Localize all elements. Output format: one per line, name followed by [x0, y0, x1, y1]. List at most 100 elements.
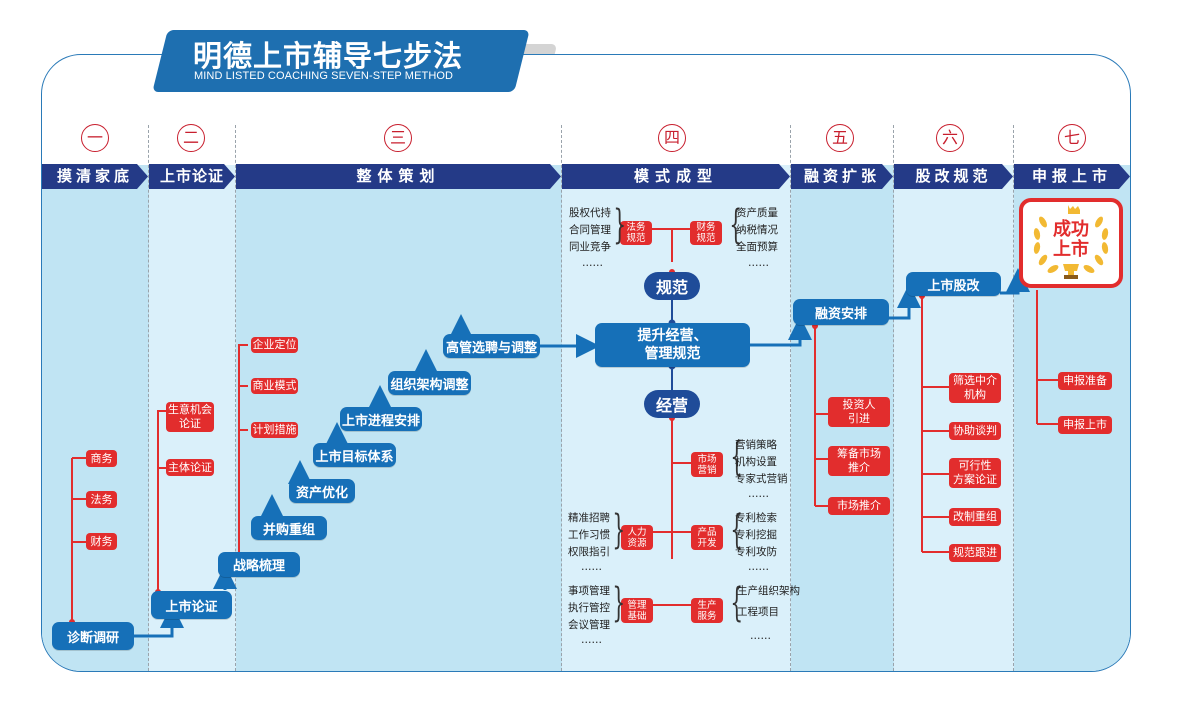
management-item: 事项管理 [568, 585, 610, 597]
legal-item: 合同管理 [569, 224, 611, 236]
column-1-bg [42, 165, 149, 671]
hr-item: 权限指引 [568, 546, 610, 558]
stage-number-3: 三 [384, 124, 412, 152]
product-item: …… [748, 561, 769, 573]
step-executive-hiring: 高管选聘与调整 [443, 334, 540, 358]
management-item: …… [581, 634, 602, 646]
item-investor-introduction: 投资人 引进 [828, 397, 890, 427]
item-business: 商务 [86, 450, 117, 467]
stage-bar-4: 模式成型 [562, 164, 790, 189]
node-production-service: 生产 服务 [691, 598, 723, 623]
column-divider [1013, 125, 1014, 671]
step-strategy-review: 战略梳理 [218, 552, 300, 577]
node-human-resources: 人力 资源 [621, 525, 653, 550]
stage-bar-2: 上市论证 [149, 164, 235, 189]
page-title: 明德上市辅导七步法 [193, 39, 464, 73]
pill-compliance: 规范 [644, 272, 700, 300]
step-listing-goal-system: 上市目标体系 [313, 443, 396, 467]
diagram-frame [41, 54, 1131, 672]
finance-item: 全面预算 [736, 241, 778, 253]
column-divider [561, 125, 562, 671]
stage-number-4: 四 [658, 124, 686, 152]
legal-item: …… [582, 257, 603, 269]
product-item: 专利检索 [735, 512, 777, 524]
hr-item: …… [581, 561, 602, 573]
hr-item: 工作习惯 [568, 529, 610, 541]
item-roadshow: 市场推介 [828, 497, 890, 515]
stage-number-6: 六 [936, 124, 964, 152]
item-finance: 财务 [86, 533, 117, 550]
finance-item: 资产质量 [736, 207, 778, 219]
item-restructuring: 改制重组 [949, 508, 1001, 526]
node-marketing: 市场 营销 [691, 452, 723, 477]
stage-bar-5: 融资扩张 [791, 164, 893, 189]
column-divider [790, 125, 791, 671]
marketing-item: 机构设置 [735, 456, 777, 468]
item-filing-preparation: 申报准备 [1058, 372, 1112, 390]
legal-item: 同业竞争 [569, 241, 611, 253]
step-merger-restructure: 并购重组 [251, 516, 327, 540]
item-business-opportunity: 生意机会 论证 [166, 402, 214, 432]
trophy-icon [1063, 264, 1079, 271]
item-compliance-followup: 规范跟进 [949, 544, 1001, 562]
stage-number-2: 二 [177, 124, 205, 152]
stage-bar-3: 整体策划 [236, 164, 561, 189]
brace-icon: { [730, 580, 744, 626]
item-positioning: 企业定位 [251, 337, 298, 353]
brace-icon: { [729, 202, 743, 248]
node-financing-arrangement: 融资安排 [793, 299, 889, 325]
item-plan-measures: 计划措施 [251, 422, 298, 438]
item-entity-feasibility: 主体论证 [166, 459, 214, 476]
management-item: 会议管理 [568, 619, 610, 631]
production-item: …… [750, 630, 771, 642]
production-item: 工程项目 [737, 606, 779, 618]
item-feasibility-plan: 可行性 方案论证 [949, 458, 1001, 488]
node-finance-compliance: 财务 规范 [690, 221, 722, 245]
item-legal: 法务 [86, 491, 117, 508]
column-divider [893, 125, 894, 671]
node-management-basics: 管理 基础 [621, 598, 653, 623]
node-shareholding-reform: 上市股改 [906, 272, 1001, 296]
item-prepare-roadshow: 筹备市场 推介 [828, 446, 890, 476]
success-listing-badge: 成功 上市 [1019, 198, 1123, 288]
finance-item: …… [748, 257, 769, 269]
column-divider [148, 125, 149, 671]
stage-number-5: 五 [826, 124, 854, 152]
marketing-item: 专家式营销 [735, 473, 788, 485]
brace-icon: } [613, 202, 627, 248]
stage-bar-7: 申报上市 [1014, 164, 1130, 189]
stage-number-7: 七 [1058, 124, 1086, 152]
crown-icon [1068, 205, 1080, 214]
item-assist-negotiation: 协助谈判 [949, 422, 1001, 440]
pill-operations: 经营 [644, 390, 700, 418]
stage-bar-1: 摸清家底 [42, 164, 148, 189]
node-legal-compliance: 法务 规范 [620, 221, 652, 245]
stage-bar-6: 股改规范 [894, 164, 1013, 189]
legal-item: 股权代持 [569, 207, 611, 219]
column-divider [235, 125, 236, 671]
product-item: 专利挖掘 [735, 529, 777, 541]
product-item: 专利攻防 [735, 546, 777, 558]
production-item: 生产组织架构 [737, 585, 800, 597]
finance-item: 纳税情况 [736, 224, 778, 236]
brace-icon: { [730, 434, 744, 480]
item-filing-listing: 申报上市 [1058, 416, 1112, 434]
item-business-model: 商业模式 [251, 378, 298, 394]
marketing-item: …… [748, 488, 769, 500]
brace-icon: { [730, 507, 744, 553]
page-subtitle: MIND LISTED COACHING SEVEN-STEP METHOD [194, 70, 454, 82]
success-listing-text: 成功 上市 [1053, 219, 1089, 260]
brace-icon: } [612, 580, 626, 626]
stage-number-1: 一 [81, 124, 109, 152]
brace-icon: } [612, 507, 626, 553]
step-asset-optimization: 资产优化 [289, 479, 355, 503]
hr-item: 精准招聘 [568, 512, 610, 524]
laurel-wreath-icon [1033, 205, 1109, 279]
step-listing-schedule: 上市进程安排 [340, 407, 422, 431]
marketing-item: 营销策略 [735, 439, 777, 451]
node-product-development: 产品 开发 [691, 525, 723, 550]
management-item: 执行管控 [568, 602, 610, 614]
node-listing-feasibility: 上市论证 [151, 591, 232, 619]
node-improve-operations: 提升经营、 管理规范 [595, 323, 750, 367]
item-select-intermediaries: 筛选中介 机构 [949, 373, 1001, 403]
